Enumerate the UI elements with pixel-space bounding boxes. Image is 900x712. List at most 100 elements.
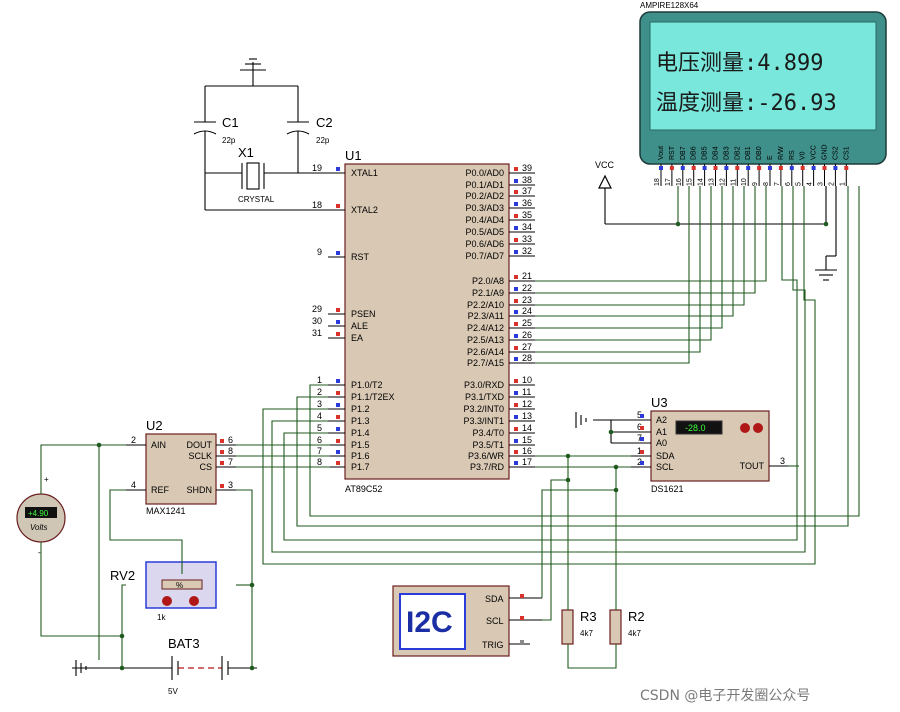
potentiometer-rv2[interactable]: RV2 % 1k	[110, 561, 217, 622]
lcd-pin-number: 14	[698, 178, 705, 186]
u1-right-pin-number: 36	[522, 198, 532, 208]
u3-button-up-icon[interactable]	[753, 423, 763, 433]
u1-right-pin-name: P2.5/A13	[467, 335, 504, 345]
u1-left-pin-marker	[336, 204, 340, 208]
u3-pin-name: SCL	[656, 462, 674, 472]
u1-right-pin-marker	[514, 250, 518, 254]
voltmeter-unit: Volts	[30, 523, 48, 532]
i2c-debugger[interactable]: I2C SDA SCL TRIG	[392, 585, 542, 657]
lcd-pin-marker	[746, 166, 751, 170]
lcd-pin-marker	[789, 166, 794, 170]
u1-right-pin-name: P3.7/RD	[470, 462, 505, 472]
u1-left-pin-number: 8	[317, 457, 322, 467]
lcd-pin-number: 11	[730, 179, 737, 186]
lcd-pin-label: DB2	[734, 146, 741, 160]
lcd-pin-number: 5	[796, 182, 803, 186]
u1-left-pin-marker	[336, 308, 340, 312]
lcd-pin-number: 18	[654, 178, 661, 186]
lcd-pin-marker	[659, 166, 663, 170]
u1-right-pin-marker	[514, 357, 518, 361]
u1-left-pin-marker	[336, 439, 340, 443]
lcd-pin-marker	[724, 166, 729, 170]
u3-part: DS1621	[651, 484, 684, 494]
u2-pin-name: CS	[199, 462, 212, 472]
u1-left-pin-marker	[336, 251, 340, 255]
u1-right-pin-number: 39	[522, 163, 532, 173]
u3-pin-number: 5	[637, 410, 642, 420]
svg-text:+: +	[44, 475, 49, 484]
u1-left-pin-number: 31	[312, 328, 322, 338]
u1-left-pin-name: XTAL1	[351, 168, 378, 178]
rv2-increase-icon[interactable]	[189, 596, 199, 606]
lcd-screen	[649, 21, 877, 131]
u1-right-pin-marker	[514, 403, 518, 407]
lcd-pin-marker	[669, 166, 674, 170]
u2-pin-name: DOUT	[187, 440, 213, 450]
u1-left-pin-number: 7	[317, 446, 322, 456]
lcd-module[interactable]: AMPIRE128X64 电压测量:4.899 温度测量:-26.93 Vout…	[639, 1, 887, 186]
u1-left-pin-marker	[336, 427, 340, 431]
u1-left-pin-marker	[336, 320, 340, 324]
c2-ref: C2	[316, 115, 333, 130]
u1-left-pin-name: ALE	[351, 321, 368, 331]
lcd-pin-marker	[778, 166, 783, 170]
u1-ref: U1	[345, 148, 362, 163]
svg-text:-: -	[38, 548, 41, 557]
u2-pin-number: 3	[228, 480, 233, 490]
u1-left-pin-marker	[336, 391, 340, 395]
u1-right-pin-name: P0.5/AD5	[465, 227, 504, 237]
u3-ref: U3	[651, 395, 668, 410]
u1-right-pin-number: 33	[522, 234, 532, 244]
u1-right-pin-number: 35	[522, 210, 532, 220]
u3-pin-marker	[640, 426, 644, 430]
lcd-pin-number: 4	[807, 182, 814, 186]
lcd-pin-label: Vout	[658, 146, 665, 160]
u1-right-pin-marker	[514, 450, 518, 454]
vcc-label: VCC	[595, 160, 615, 170]
lcd-pin-number: 2	[828, 182, 835, 186]
u1-left-pin-number: 6	[317, 435, 322, 445]
u3-display	[675, 420, 723, 435]
u1-right-pin-marker	[514, 275, 518, 279]
u1-left-pin-number: 19	[312, 163, 322, 173]
u1-right-pin-number: 32	[522, 246, 532, 256]
r3-body	[561, 609, 574, 645]
u1-right-pin-name: P3.0/RXD	[464, 380, 505, 390]
u1-right-pin-marker	[514, 346, 518, 350]
u2-pin-name: SCLK	[188, 451, 212, 461]
u1-right-pin-name: P0.0/AD0	[465, 168, 504, 178]
u3-pin-number: 3	[780, 456, 785, 466]
u1-left-pin-marker	[336, 332, 340, 336]
resistor-r2: R2 4k7	[609, 609, 645, 645]
lcd-pin-marker	[844, 166, 849, 170]
u3-pin-name: A1	[656, 427, 667, 437]
lcd-pin-label: DB3	[723, 146, 730, 160]
u1-right-pin-marker	[514, 214, 518, 218]
u1-right-pin-number: 34	[522, 222, 532, 232]
u1-left-pin-name: PSEN	[351, 309, 376, 319]
rv2-percent: %	[176, 581, 183, 590]
lcd-pin-label: CS2	[832, 146, 839, 160]
u2-pin-name: AIN	[151, 440, 166, 450]
r3-value: 4k7	[580, 629, 593, 638]
bat3-ref: BAT3	[168, 636, 200, 651]
voltmeter[interactable]: + +4.90 Volts -	[16, 475, 66, 557]
u1-left-pin-name: P1.6	[351, 451, 370, 461]
u1-right-pin-name: P0.4/AD4	[465, 215, 504, 225]
lcd-line-2: 温度测量:-26.93	[656, 91, 837, 116]
u1-left-pin-number: 18	[312, 200, 322, 210]
u1-left-pin-number: 30	[312, 316, 322, 326]
lcd-pin-label: DB4	[713, 146, 720, 160]
u3-button-down-icon[interactable]	[740, 423, 750, 433]
u1-right-pin-number: 11	[522, 387, 531, 397]
lcd-pin-label: R/W	[778, 146, 785, 160]
u3-pin-marker	[640, 437, 644, 441]
rv2-decrease-icon[interactable]	[162, 596, 172, 606]
u1-right-pin-name: P2.1/A9	[472, 288, 504, 298]
u2-pin-number: 2	[131, 435, 136, 445]
